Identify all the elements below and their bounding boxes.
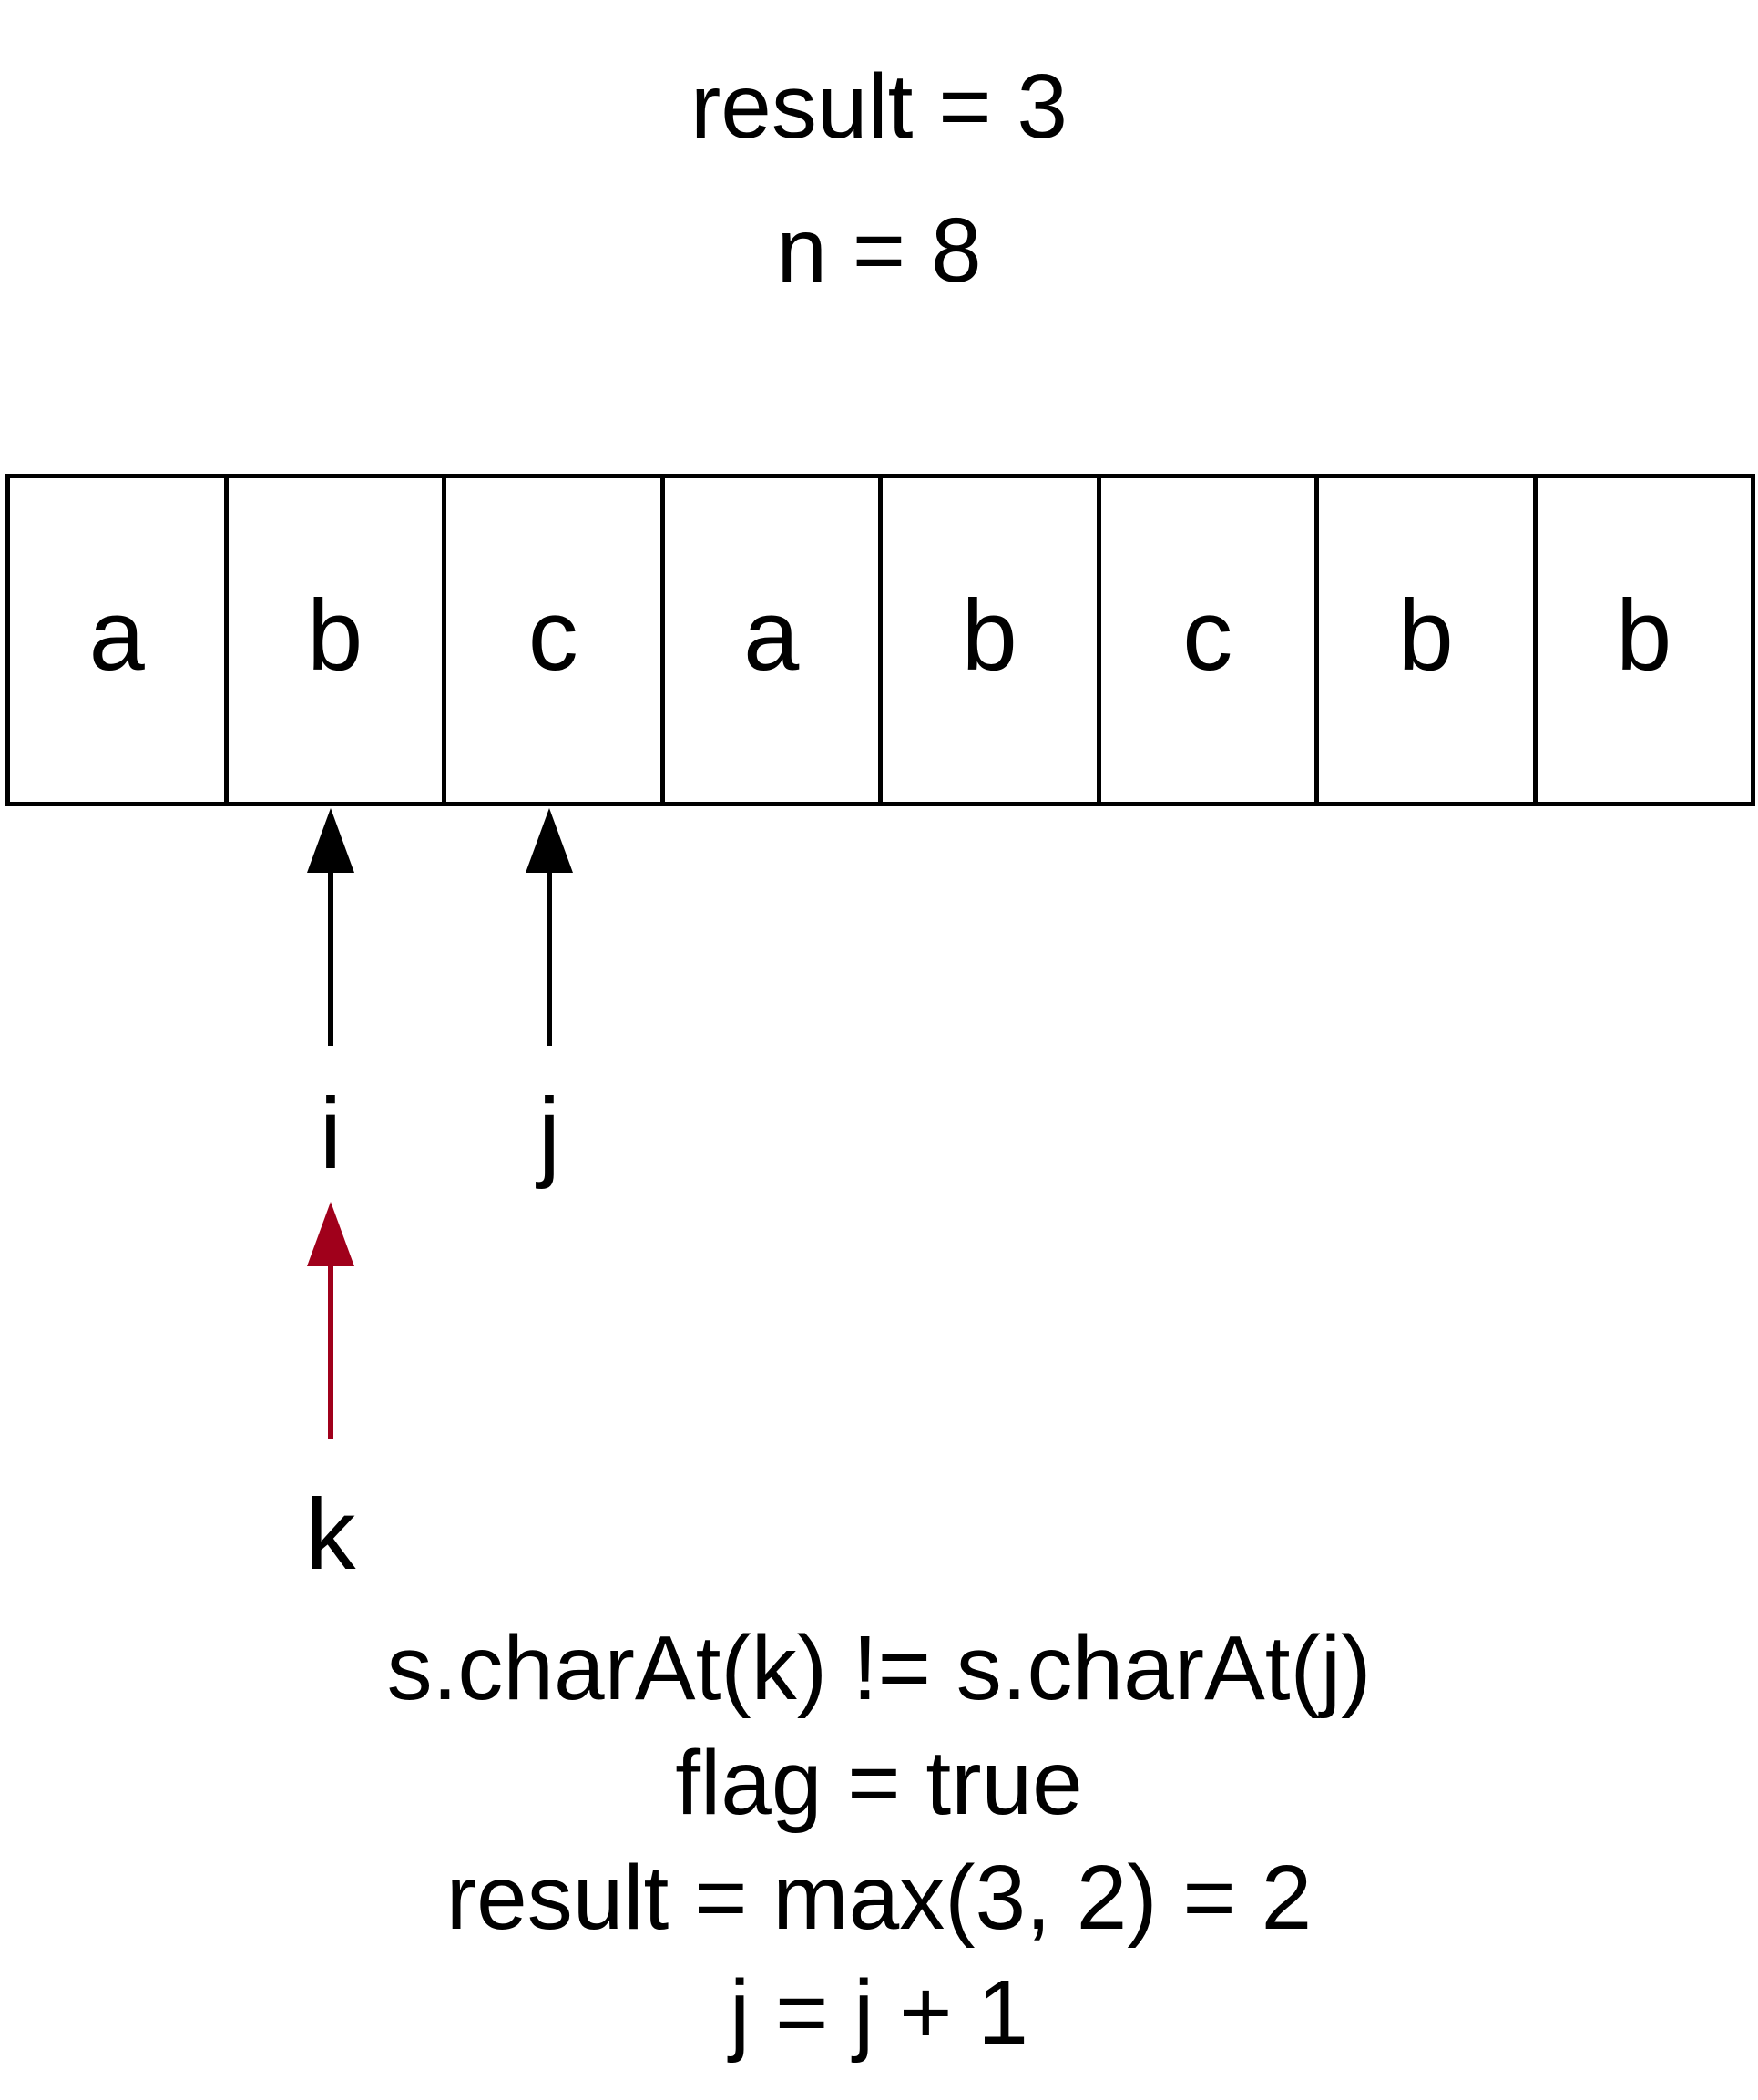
n-value: n = 8 [776,200,982,302]
array-cell: a [659,474,878,806]
step-line: flag = true [675,1732,1083,1834]
array-cell: a [5,474,224,806]
array-cell: b [878,474,1097,806]
result-value: result = 3 [690,56,1068,158]
pointer-j-label: j [537,1078,561,1190]
array-cell: b [223,474,442,806]
pointer-k-arrow [307,1202,354,1439]
array-cell: b [1532,474,1755,806]
pointer-k-label: k [305,1479,356,1591]
array-cell: c [1096,474,1314,806]
step-line: s.charAt(k) != s.charAt(j) [386,1617,1372,1719]
pointer-j-arrow [526,808,573,1046]
step-line: result = max(3, 2) = 2 [445,1847,1313,1949]
char-array: a b c a b c b b [5,474,1755,806]
array-cell: b [1314,474,1533,806]
array-cell: c [442,474,660,806]
pointer-i-arrow [307,808,354,1046]
step-description: s.charAt(k) != s.charAt(j) flag = true r… [0,1611,1758,2070]
step-line: j = j + 1 [730,1962,1028,2064]
pointer-i-label: i [319,1078,342,1190]
